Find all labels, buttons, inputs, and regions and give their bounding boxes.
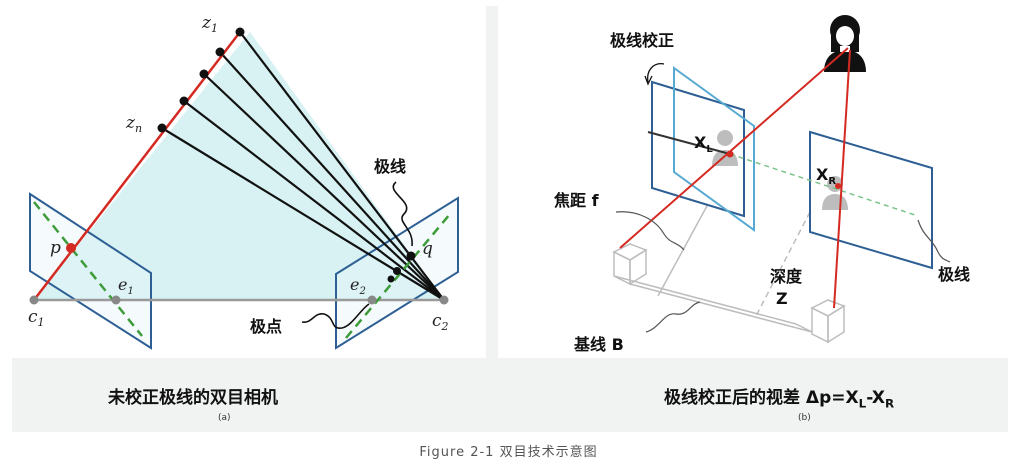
label-baseline: 基线 B (573, 335, 624, 354)
epipole-e1 (111, 295, 121, 305)
panel-a-unrectified: z1 zn p q e1 e2 c1 c2 极线 极点 (12, 6, 486, 358)
label-depth-z: Z (776, 289, 788, 308)
label-c2: c2 (432, 311, 449, 333)
rectify-arrow (647, 63, 665, 83)
epipolar-plane-fill (34, 32, 444, 300)
right-epipolar-line (345, 213, 451, 339)
panel-b-rectified: 极线校正 XL XR 焦距 f 深度 Z 基线 B 极线 (498, 6, 1008, 358)
guide-lines (657, 203, 811, 317)
label-rectify: 极线校正 (610, 31, 674, 50)
rectify-arrow-head (644, 75, 653, 86)
label-xr: XR (816, 165, 836, 187)
person-icon (824, 15, 866, 72)
left-image-plane (651, 80, 745, 218)
right-image-points (387, 251, 416, 283)
left-epipolar-line (33, 201, 143, 337)
figure: z1 zn p q e1 e2 c1 c2 极线 极点 (12, 6, 1008, 432)
label-focal: 焦距 f (553, 191, 600, 210)
label-e1: e1 (118, 275, 134, 297)
camera-rig (612, 243, 846, 344)
figure-caption: Figure 2-1 双目技术示意图 (419, 445, 598, 460)
point-xl (726, 150, 734, 158)
point-xr (835, 183, 841, 189)
panel-a-diagram: z1 zn p q e1 e2 c1 c2 极线 极点 (28, 13, 459, 350)
left-red-ray (619, 47, 849, 249)
panel-b-caption: 极线校正后的视差 Δp=XL-XR (664, 388, 895, 411)
label-e2: e2 (350, 275, 366, 297)
panel-b-sublabel: (b) (798, 413, 811, 423)
label-depth: 深度 (770, 267, 803, 286)
focal-callout (615, 211, 685, 251)
label-p: p (50, 238, 61, 258)
epipole-e2 (367, 295, 377, 305)
label-zn: zn (125, 113, 142, 135)
epipolar-line-callout (392, 181, 413, 247)
label-epipolar-line: 极线 (374, 157, 406, 176)
camera-center-c1 (29, 295, 39, 305)
z-points (157, 27, 245, 133)
label-z1: z1 (201, 13, 218, 35)
epipole-callout (301, 303, 370, 329)
panel-b-diagram: 极线校正 XL XR 焦距 f 深度 Z 基线 B 极线 (553, 15, 970, 354)
point-p (66, 243, 76, 253)
epipolar-callout (917, 219, 951, 263)
rectified-epipolar-line (729, 153, 919, 217)
right-image-plane (809, 130, 933, 270)
label-xl: XL (694, 133, 713, 155)
label-epipole: 极点 (250, 317, 282, 336)
rectified-left-plane (673, 66, 755, 232)
baseline-callout (645, 301, 701, 333)
panel-a-caption: 未校正极线的双目相机 (108, 388, 278, 408)
label-epipolar-line: 极线 (938, 265, 970, 284)
label-c1: c1 (28, 307, 45, 329)
panel-a-sublabel: (a) (218, 413, 231, 423)
right-red-ray (833, 49, 851, 309)
xl-offset-line (647, 131, 731, 155)
camera-center-c2 (439, 295, 449, 305)
label-q: q (422, 239, 433, 259)
